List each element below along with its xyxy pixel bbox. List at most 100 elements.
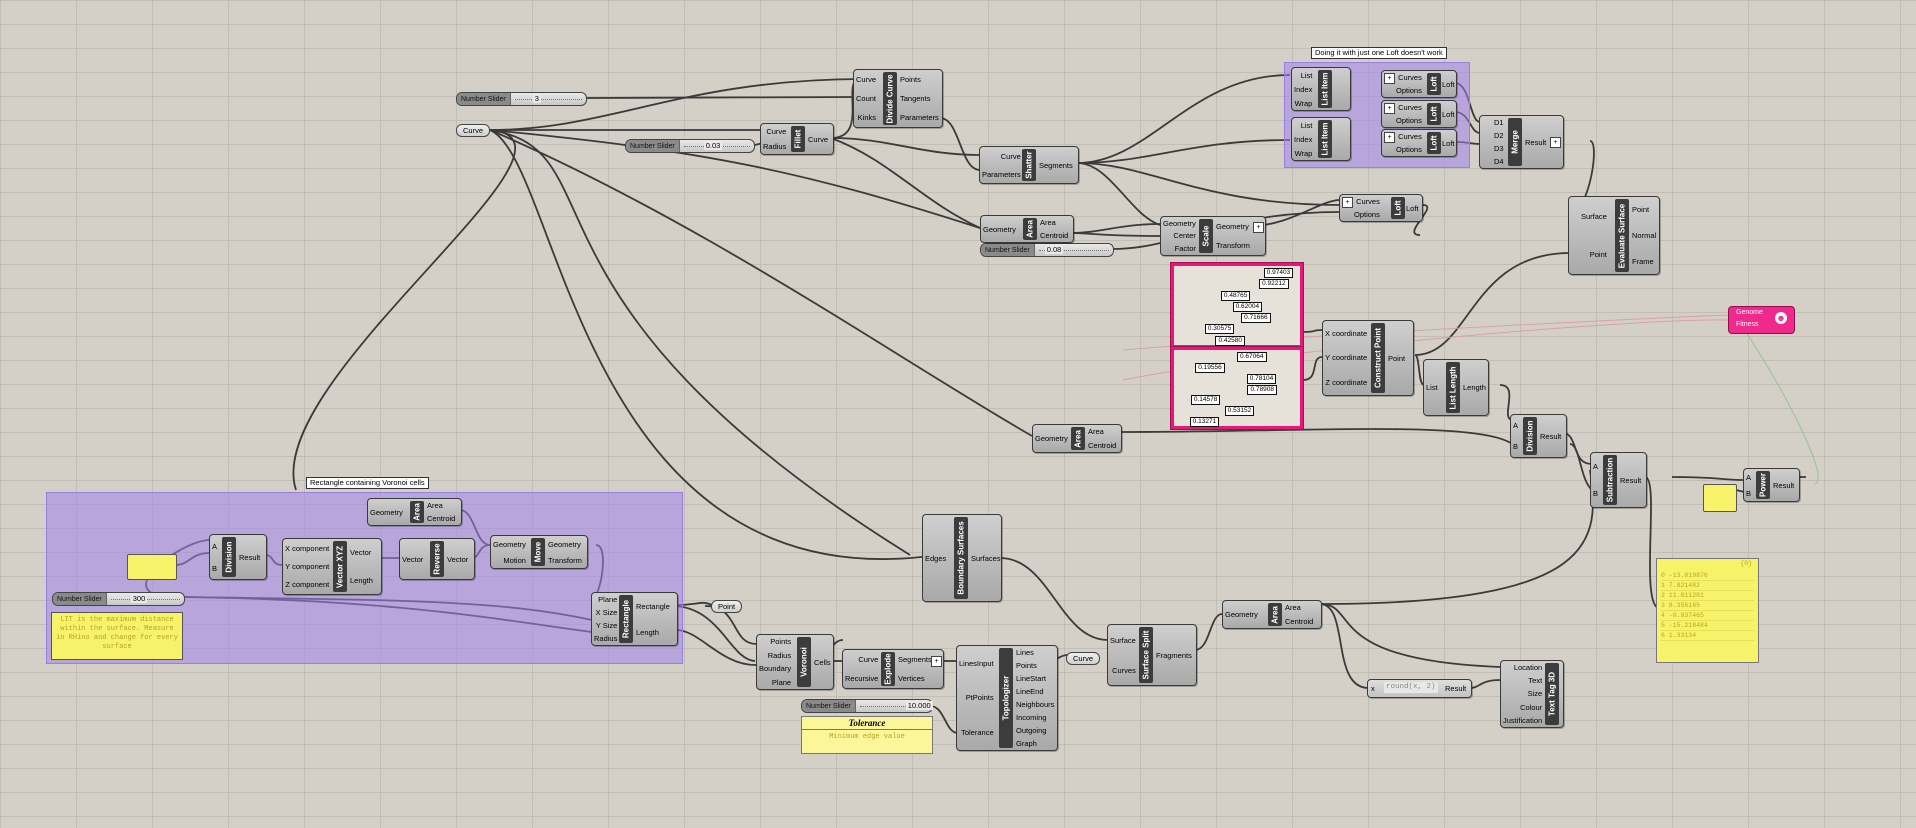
- output-cells[interactable]: Cells: [814, 657, 831, 667]
- output-loft[interactable]: Loft: [1442, 79, 1455, 89]
- input-curves[interactable]: Curves: [1398, 132, 1422, 141]
- input-x[interactable]: X coordinate: [1325, 328, 1368, 338]
- input-location[interactable]: Location: [1513, 663, 1543, 673]
- input-curve[interactable]: Curve: [766, 127, 787, 136]
- gene-value[interactable]: 0.48765: [1220, 290, 1251, 301]
- output-fragments[interactable]: Fragments: [1156, 650, 1192, 660]
- input-list[interactable]: List: [1300, 70, 1313, 80]
- fillet-radius-slider[interactable]: Number Slider 0.03: [625, 139, 755, 153]
- input-y[interactable]: Y component: [285, 561, 330, 571]
- input-lines[interactable]: LinesInput: [959, 658, 994, 668]
- output-area[interactable]: Area: [1040, 218, 1056, 227]
- input-curves[interactable]: Curves: [1356, 197, 1380, 206]
- input-curve[interactable]: Curve: [1000, 151, 1021, 161]
- input-vector[interactable]: Vector: [402, 554, 424, 564]
- input-a[interactable]: A: [1513, 421, 1519, 430]
- output-lines[interactable]: Lines: [1016, 648, 1034, 657]
- output-linestart[interactable]: LineStart: [1016, 674, 1047, 683]
- output-segments[interactable]: Segments: [1039, 160, 1073, 170]
- list-length-component[interactable]: List List Length Length: [1423, 359, 1489, 416]
- output-loft[interactable]: Loft: [1442, 138, 1455, 148]
- input-a[interactable]: A: [1593, 462, 1599, 471]
- power-exponent-panel[interactable]: [1703, 484, 1737, 512]
- reverse-component[interactable]: Vector Reverse Vector: [399, 538, 475, 580]
- input-d3[interactable]: D3: [1494, 144, 1504, 153]
- input-factor[interactable]: Factor: [1174, 244, 1196, 254]
- output-length[interactable]: Length: [636, 627, 659, 637]
- input-x[interactable]: x: [1371, 684, 1375, 693]
- input-radius[interactable]: Radius: [763, 142, 787, 151]
- output-geometry[interactable]: Geometry: [1216, 222, 1249, 231]
- output-centroid[interactable]: Centroid: [427, 514, 456, 523]
- output-points[interactable]: Points: [900, 75, 921, 84]
- input-geometry[interactable]: Geometry: [1225, 610, 1258, 619]
- output-vector[interactable]: Vector: [350, 548, 372, 558]
- output-tangents[interactable]: Tangents: [900, 94, 931, 103]
- input-ptpoints[interactable]: PtPoints: [965, 693, 994, 703]
- input-list[interactable]: List: [1300, 120, 1313, 130]
- output-result[interactable]: Result: [1620, 475, 1642, 485]
- input-colour[interactable]: Colour: [1520, 702, 1543, 712]
- input-options[interactable]: Options: [1396, 86, 1422, 95]
- output-neighbours[interactable]: Neighbours: [1016, 700, 1055, 709]
- input-a[interactable]: A: [1746, 472, 1752, 482]
- input-geometry[interactable]: Geometry: [983, 224, 1016, 234]
- output-frame[interactable]: Frame: [1632, 256, 1654, 266]
- input-options[interactable]: Options: [1396, 145, 1422, 154]
- output-transform[interactable]: Transform: [548, 555, 582, 565]
- plus-icon[interactable]: +: [931, 656, 942, 667]
- input-curve[interactable]: Curve: [858, 655, 879, 664]
- output-normal[interactable]: Normal: [1632, 230, 1657, 240]
- output-surfaces[interactable]: Surfaces: [971, 553, 1001, 563]
- input-edges[interactable]: Edges: [925, 553, 947, 563]
- input-d4[interactable]: D4: [1494, 157, 1504, 166]
- input-d1[interactable]: D1: [1494, 118, 1504, 127]
- input-d2[interactable]: D2: [1494, 131, 1504, 140]
- output-length[interactable]: Length: [350, 575, 373, 585]
- slider-track[interactable]: 0.08: [1033, 244, 1113, 256]
- input-tolerance[interactable]: Tolerance: [961, 728, 994, 738]
- input-index[interactable]: Index: [1294, 134, 1313, 144]
- input-boundary[interactable]: Boundary: [759, 664, 792, 674]
- input-wrap[interactable]: Wrap: [1294, 148, 1313, 158]
- input-x-size[interactable]: X Size: [595, 608, 618, 617]
- output-loft[interactable]: Loft: [1442, 109, 1455, 119]
- gene-value[interactable]: 0.78104: [1246, 373, 1277, 384]
- plus-icon[interactable]: +: [1342, 197, 1353, 208]
- output-geometry[interactable]: Geometry: [548, 539, 581, 549]
- gene-value[interactable]: 0.62004: [1232, 301, 1263, 312]
- input-points[interactable]: Points: [770, 637, 792, 647]
- input-text[interactable]: Text: [1528, 676, 1543, 686]
- input-y-size[interactable]: Y Size: [595, 621, 618, 630]
- input-b[interactable]: B: [1593, 489, 1599, 498]
- output-lineend[interactable]: LineEnd: [1016, 687, 1044, 696]
- output-graph[interactable]: Graph: [1016, 739, 1037, 748]
- input-recursive[interactable]: Recursive: [845, 674, 879, 683]
- gene-value[interactable]: 0.97403: [1263, 268, 1294, 278]
- input-curve[interactable]: Curve: [856, 75, 877, 84]
- output-point[interactable]: Point: [1388, 353, 1406, 363]
- output-area[interactable]: Area: [427, 501, 443, 510]
- input-curves[interactable]: Curves: [1398, 103, 1422, 112]
- input-wrap[interactable]: Wrap: [1294, 98, 1313, 108]
- input-plane[interactable]: Plane: [598, 595, 618, 604]
- expression-text[interactable]: round(x, 2): [1384, 682, 1438, 693]
